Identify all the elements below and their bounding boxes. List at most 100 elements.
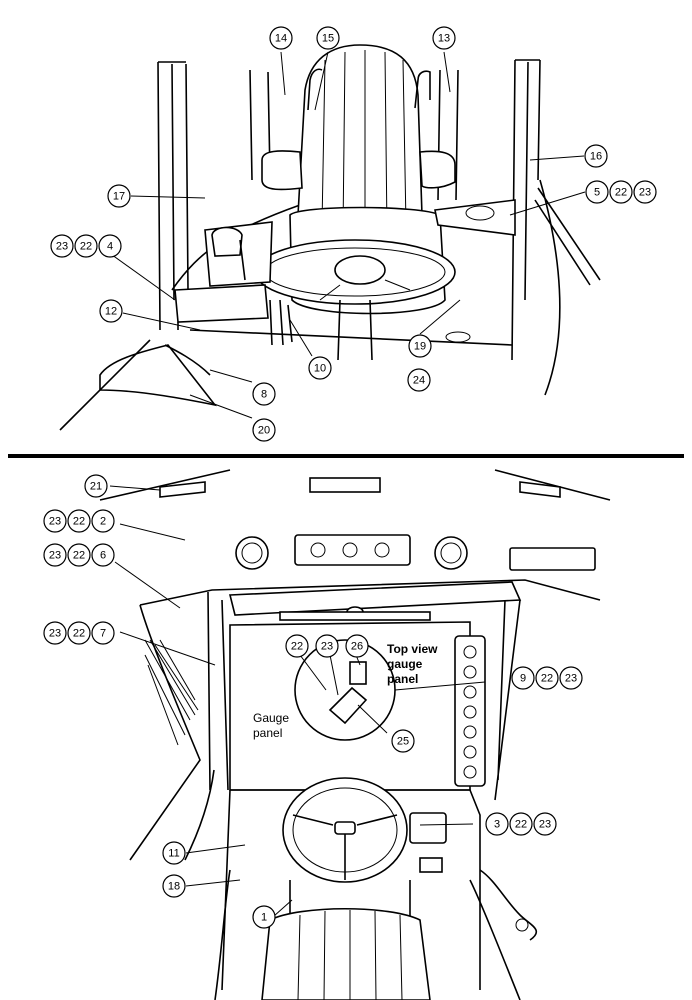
- callout-number: 9: [520, 673, 526, 685]
- callout-circle: [269, 26, 293, 50]
- callout-circle: [91, 509, 115, 533]
- callout-number: 5: [594, 187, 600, 199]
- callout-circle: [585, 180, 609, 204]
- callout-13: 13: [432, 26, 456, 50]
- callout-circle: [162, 874, 186, 898]
- callout-circle: [67, 543, 91, 567]
- callout-number: 22: [515, 819, 527, 831]
- callout-number: 17: [113, 191, 125, 203]
- callout-8: 8: [252, 382, 276, 406]
- callout-number: 23: [565, 673, 577, 685]
- callout-circle: [391, 729, 415, 753]
- callout-number: 21: [90, 481, 102, 493]
- callout-circle: [107, 184, 131, 208]
- callout-number: 18: [168, 881, 180, 893]
- callout-15: 15: [316, 26, 340, 50]
- callout-1: 1: [252, 905, 276, 929]
- callout-circle: [308, 356, 332, 380]
- callout-circle: [99, 299, 123, 323]
- callout-circle: [252, 905, 276, 929]
- callout-22: 22: [535, 666, 559, 690]
- callout-number: 25: [397, 736, 409, 748]
- callout-circle: [285, 634, 309, 658]
- callout-24: 24: [407, 368, 431, 392]
- callout-circle: [315, 634, 339, 658]
- callout-21: 21: [84, 474, 108, 498]
- callout-23: 23: [633, 180, 657, 204]
- callout-number: 20: [258, 425, 270, 437]
- callout-22: 22: [509, 812, 533, 836]
- callout-3: 3: [485, 812, 509, 836]
- callout-circle: [533, 812, 557, 836]
- callout-circle: [609, 180, 633, 204]
- callout-number: 22: [73, 516, 85, 528]
- callout-number: 23: [539, 819, 551, 831]
- callout-16: 16: [584, 144, 608, 168]
- callout-23: 23: [43, 509, 67, 533]
- callout-number: 23: [56, 241, 68, 253]
- callout-circle: [345, 634, 369, 658]
- callout-circle: [559, 666, 583, 690]
- callout-number: 13: [438, 33, 450, 45]
- callout-circle: [252, 382, 276, 406]
- callout-9: 9: [511, 666, 535, 690]
- callout-circle: [584, 144, 608, 168]
- callout-circle: [511, 666, 535, 690]
- callout-number: 24: [413, 375, 425, 387]
- gauge-panel-label: Gauge panel: [253, 711, 289, 740]
- callout-number: 23: [639, 187, 651, 199]
- callout-5: 5: [585, 180, 609, 204]
- callout-14: 14: [269, 26, 293, 50]
- callout-number: 19: [414, 341, 426, 353]
- callout-25: 25: [391, 729, 415, 753]
- callout-7: 7: [91, 621, 115, 645]
- callout-22: 22: [67, 621, 91, 645]
- top-view-label-line3: panel: [387, 672, 418, 686]
- top-view-label-line1: Top view: [387, 642, 438, 656]
- top-view-label-line2: gauge: [387, 657, 423, 671]
- callout-23: 23: [43, 543, 67, 567]
- top-view-gauge-panel-label: Top view gauge panel: [387, 642, 438, 686]
- leader-lines: [107, 51, 586, 917]
- callout-23: 23: [533, 812, 557, 836]
- callout-number: 10: [314, 363, 326, 375]
- callout-number: 7: [100, 628, 106, 640]
- callout-number: 22: [73, 628, 85, 640]
- callout-number: 15: [322, 33, 334, 45]
- callout-10: 10: [308, 356, 332, 380]
- callout-number: 8: [261, 389, 267, 401]
- callout-26: 26: [345, 634, 369, 658]
- callout-circle: [407, 368, 431, 392]
- callout-circle: [432, 26, 456, 50]
- callout-number: 22: [541, 673, 553, 685]
- callout-circle: [98, 234, 122, 258]
- callout-circle: [485, 812, 509, 836]
- callout-number: 14: [275, 33, 287, 45]
- callout-circle: [509, 812, 533, 836]
- callout-23: 23: [43, 621, 67, 645]
- callout-19: 19: [408, 334, 432, 358]
- callout-number: 3: [494, 819, 500, 831]
- callout-circle: [43, 621, 67, 645]
- callout-number: 23: [49, 550, 61, 562]
- callout-number: 6: [100, 550, 106, 562]
- callout-23: 23: [50, 234, 74, 258]
- callout-circle: [252, 418, 276, 442]
- callout-6: 6: [91, 543, 115, 567]
- callout-number: 22: [80, 241, 92, 253]
- callout-number: 1: [261, 912, 267, 924]
- callout-12: 12: [99, 299, 123, 323]
- callout-circle: [316, 26, 340, 50]
- callout-22: 22: [74, 234, 98, 258]
- callout-circle: [633, 180, 657, 204]
- callout-number: 11: [168, 848, 179, 860]
- callout-20: 20: [252, 418, 276, 442]
- callout-circle: [91, 621, 115, 645]
- callout-22: 22: [67, 543, 91, 567]
- callout-number: 23: [49, 628, 61, 640]
- callout-circle: [74, 234, 98, 258]
- callout-2: 2: [91, 509, 115, 533]
- callout-number: 22: [73, 550, 85, 562]
- callout-22: 22: [609, 180, 633, 204]
- callout-circle: [43, 509, 67, 533]
